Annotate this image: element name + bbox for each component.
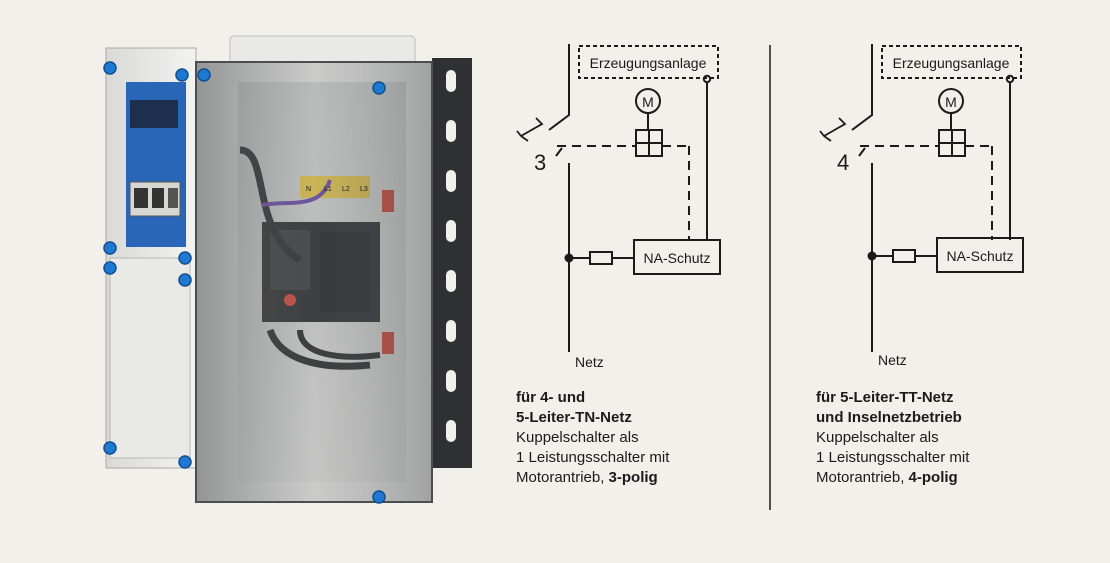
- generator-label: Erzeugungsanlage: [590, 55, 707, 71]
- caption-text: Motorantrieb,: [816, 469, 909, 486]
- caption-text: 1 Leistungsschalter mit: [816, 449, 970, 466]
- meter-enclosure: [105, 47, 197, 469]
- generator-label: Erzeugungsanlage: [893, 55, 1010, 71]
- schematic-tt: Erzeugungsanlage M 4 NA-Schutz Netz: [819, 44, 1024, 368]
- caption-heading: für 5-Leiter-TT-Netz: [816, 389, 954, 406]
- na-schutz-box: [936, 237, 1024, 273]
- fuse-symbol: [589, 251, 613, 265]
- terminal-label: L2: [342, 186, 350, 193]
- motor-label: M: [945, 94, 957, 110]
- caption-text-line: Motorantrieb, 4-polig: [816, 468, 969, 488]
- fuse-symbol: [892, 249, 916, 263]
- caption-text: Kuppelschalter als: [516, 429, 639, 446]
- generator-box: [578, 45, 719, 79]
- generator-box: [881, 45, 1022, 79]
- motor-label: M: [642, 94, 654, 110]
- caption-pole-count: 3-polig: [608, 469, 658, 486]
- caption-tt: für 5-Leiter-TT-Netz und Inselnetzbetrie…: [816, 388, 969, 488]
- caption-tn: für 4- und 5-Leiter-TN-Netz Kuppelschalt…: [516, 388, 669, 488]
- corner-screws: [103, 61, 386, 504]
- schematic-tn: Erzeugungsanlage M 3 NA-Schutz: [516, 44, 721, 370]
- caption-pole-count: 4-polig: [908, 469, 958, 486]
- protection-label: NA-Schutz: [644, 250, 711, 266]
- grid-label: Netz: [575, 354, 604, 370]
- grid-label: Netz: [878, 352, 907, 368]
- terminal-label: N: [306, 186, 311, 193]
- breaker-contact: [851, 108, 873, 131]
- main-enclosure: [195, 35, 433, 503]
- breaker-actuator: [516, 117, 544, 142]
- breaker-contact: [548, 108, 570, 131]
- caption-text: Kuppelschalter als: [816, 429, 939, 446]
- caption-text-line: Motorantrieb, 3-polig: [516, 468, 669, 488]
- terminal-label: L1: [324, 186, 332, 193]
- pole-count: 4: [837, 150, 849, 175]
- terminal-labels: N L1 L2 L3: [306, 186, 368, 193]
- caption-heading: und Inselnetzbetrieb: [816, 409, 962, 426]
- caption-heading: für 4- und: [516, 389, 586, 406]
- breaker-actuator: [819, 117, 847, 142]
- pole-count: 3: [534, 150, 546, 175]
- protection-label: NA-Schutz: [947, 248, 1014, 264]
- caption-text: 1 Leistungsschalter mit: [516, 449, 670, 466]
- caption-text: Motorantrieb,: [516, 469, 609, 486]
- mounting-rail: [432, 58, 472, 468]
- terminal-label: L3: [360, 186, 368, 193]
- caption-heading: 5-Leiter-TN-Netz: [516, 409, 632, 426]
- na-schutz-box: [633, 239, 721, 275]
